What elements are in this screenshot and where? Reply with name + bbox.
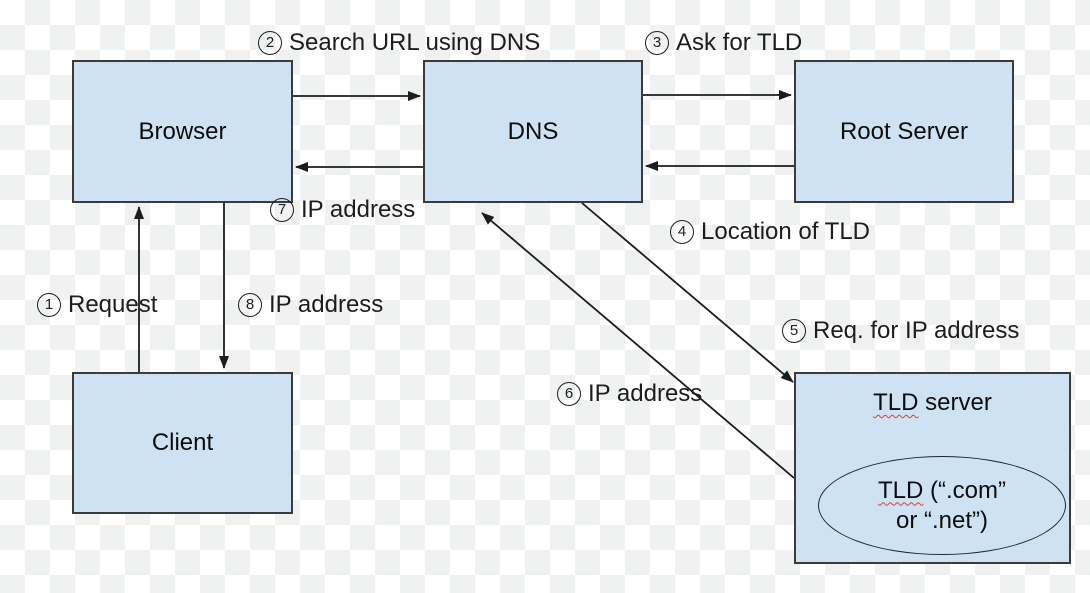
node-root-server-label: Root Server (839, 117, 969, 145)
node-dns-label: DNS (507, 117, 559, 145)
node-client-label: Client (151, 429, 214, 456)
circled-number-3: 3 (645, 30, 669, 55)
circled-number-5: 5 (782, 318, 806, 343)
label-text: IP address (301, 195, 416, 223)
node-tld-server-label: TLD server (873, 389, 992, 416)
label-5-req-for-ip-address[interactable]: 5 Req. for IP address (782, 317, 1019, 344)
label-7-ip-address[interactable]: 7 IP address (270, 196, 415, 223)
node-tld-server[interactable]: TLD server TLD (“.com” or “.net”) (794, 372, 1071, 564)
tld-word-squiggled: TLD (878, 476, 924, 504)
tld-ellipse-line-1: TLD (“.com” (878, 476, 1006, 504)
label-1-request[interactable]: 1 Request (37, 291, 157, 318)
node-client[interactable]: Client (72, 372, 293, 514)
node-browser-label: Browser (138, 117, 227, 145)
label-text: Ask for TLD (676, 28, 803, 56)
node-root-server[interactable]: Root Server (794, 60, 1014, 203)
circled-number-4: 4 (670, 219, 694, 244)
tld-examples-ellipse[interactable]: TLD (“.com” or “.net”) (818, 456, 1066, 555)
circled-number-1: 1 (37, 292, 61, 317)
circled-number-6: 6 (557, 381, 581, 406)
tld-ellipse-line-2: or “.net”) (895, 506, 988, 534)
circled-number-7: 7 (270, 197, 294, 222)
arrow-dns-to-tld-server[interactable] (581, 202, 794, 383)
arrow-tld-server-to-dns[interactable] (481, 212, 795, 479)
label-6-ip-address[interactable]: 6 IP address (557, 380, 702, 407)
label-text: IP address (269, 290, 384, 318)
label-text: IP address (588, 379, 703, 407)
label-8-ip-address[interactable]: 8 IP address (238, 291, 383, 318)
circled-number-2: 2 (258, 30, 282, 55)
circled-number-8: 8 (238, 292, 262, 317)
label-text: Location of TLD (701, 217, 870, 245)
node-dns[interactable]: DNS (423, 60, 643, 203)
tld-word-squiggled: TLD (873, 389, 919, 416)
node-browser[interactable]: Browser (72, 60, 293, 203)
label-4-location-of-tld[interactable]: 4 Location of TLD (670, 218, 870, 245)
label-text: Req. for IP address (813, 316, 1020, 344)
label-text: Request (68, 290, 158, 318)
label-3-ask-for-tld[interactable]: 3 Ask for TLD (645, 29, 802, 56)
label-text: Search URL using DNS (289, 28, 541, 56)
label-2-search-url-using-dns[interactable]: 2 Search URL using DNS (258, 29, 540, 56)
